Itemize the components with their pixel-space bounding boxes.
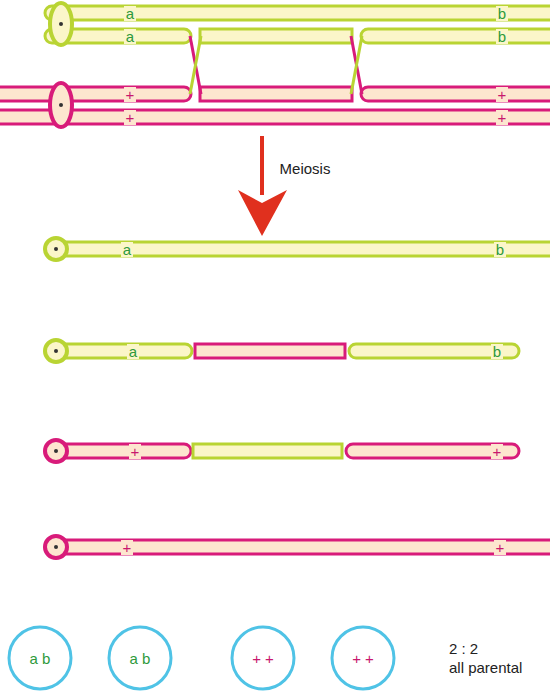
spore-genotype: + + [352, 650, 374, 667]
arrow-head [238, 190, 287, 236]
centromere [45, 238, 67, 260]
centromere-dot [59, 103, 63, 107]
magenta-segment [346, 444, 519, 458]
gene-label: + [124, 110, 137, 125]
centromere [45, 440, 67, 462]
parent-chromosomes [0, 3, 550, 127]
green-chromatid [200, 29, 352, 43]
centromere-dot [54, 545, 58, 549]
gene-label: + [121, 540, 134, 555]
ratio-label: all parental [447, 660, 524, 675]
magenta-chromosome [45, 540, 550, 554]
gene-label: + [491, 444, 504, 459]
gene-label: + [129, 444, 142, 459]
gene-label: + [124, 87, 137, 102]
gene-label: + [494, 540, 507, 555]
magenta-chromatid [361, 87, 550, 101]
spore-wall [232, 627, 294, 689]
crossover-strand [351, 36, 362, 94]
spore-wall [109, 627, 171, 689]
green-segment [349, 344, 519, 358]
centromere-dot [54, 449, 58, 453]
centromere [45, 536, 67, 558]
centromere-dot [54, 349, 58, 353]
spore-wall [9, 627, 71, 689]
green-chromosome [45, 242, 550, 256]
green-chromatid [45, 6, 550, 20]
spore-genotype: + + [252, 650, 274, 667]
magenta-segment [195, 344, 345, 358]
spore-wall [332, 627, 394, 689]
magenta-chromatid [200, 87, 352, 101]
gene-label: + [496, 110, 509, 125]
centromere [50, 83, 72, 127]
product-chromosomes [45, 238, 550, 558]
centromere-dot [59, 22, 63, 26]
crossover-strand [351, 36, 362, 94]
gene-label: a [124, 29, 136, 44]
spore-circle: + + [230, 625, 296, 691]
spore-genotype: a b [30, 650, 51, 667]
magenta-chromatid [0, 87, 191, 101]
gene-label: a [127, 344, 139, 359]
gene-label: b [496, 6, 508, 21]
gene-label: a [121, 242, 133, 257]
crossover-strand [190, 36, 201, 94]
meiosis-arrow [238, 136, 287, 236]
centromere-dot [54, 247, 58, 251]
crossover-strand [190, 36, 201, 94]
centromere [50, 3, 72, 45]
gene-label: b [491, 344, 503, 359]
arrow-shaft [260, 136, 264, 195]
spore-circle: a b [7, 625, 73, 691]
ratio-label: 2 : 2 [447, 641, 480, 656]
crossover-chiasma [190, 36, 362, 94]
spore-genotype: a b [130, 650, 151, 667]
centromere [45, 340, 67, 362]
spore-circle: a b [107, 625, 173, 691]
process-label: Meiosis [278, 161, 333, 176]
green-chromatid [361, 29, 550, 43]
gene-label: b [496, 29, 508, 44]
spore-circle: + + [330, 625, 396, 691]
green-segment [193, 444, 342, 458]
gene-label: a [124, 6, 136, 21]
gene-label: b [494, 242, 506, 257]
magenta-chromatid [0, 110, 550, 124]
gene-label: + [496, 87, 509, 102]
